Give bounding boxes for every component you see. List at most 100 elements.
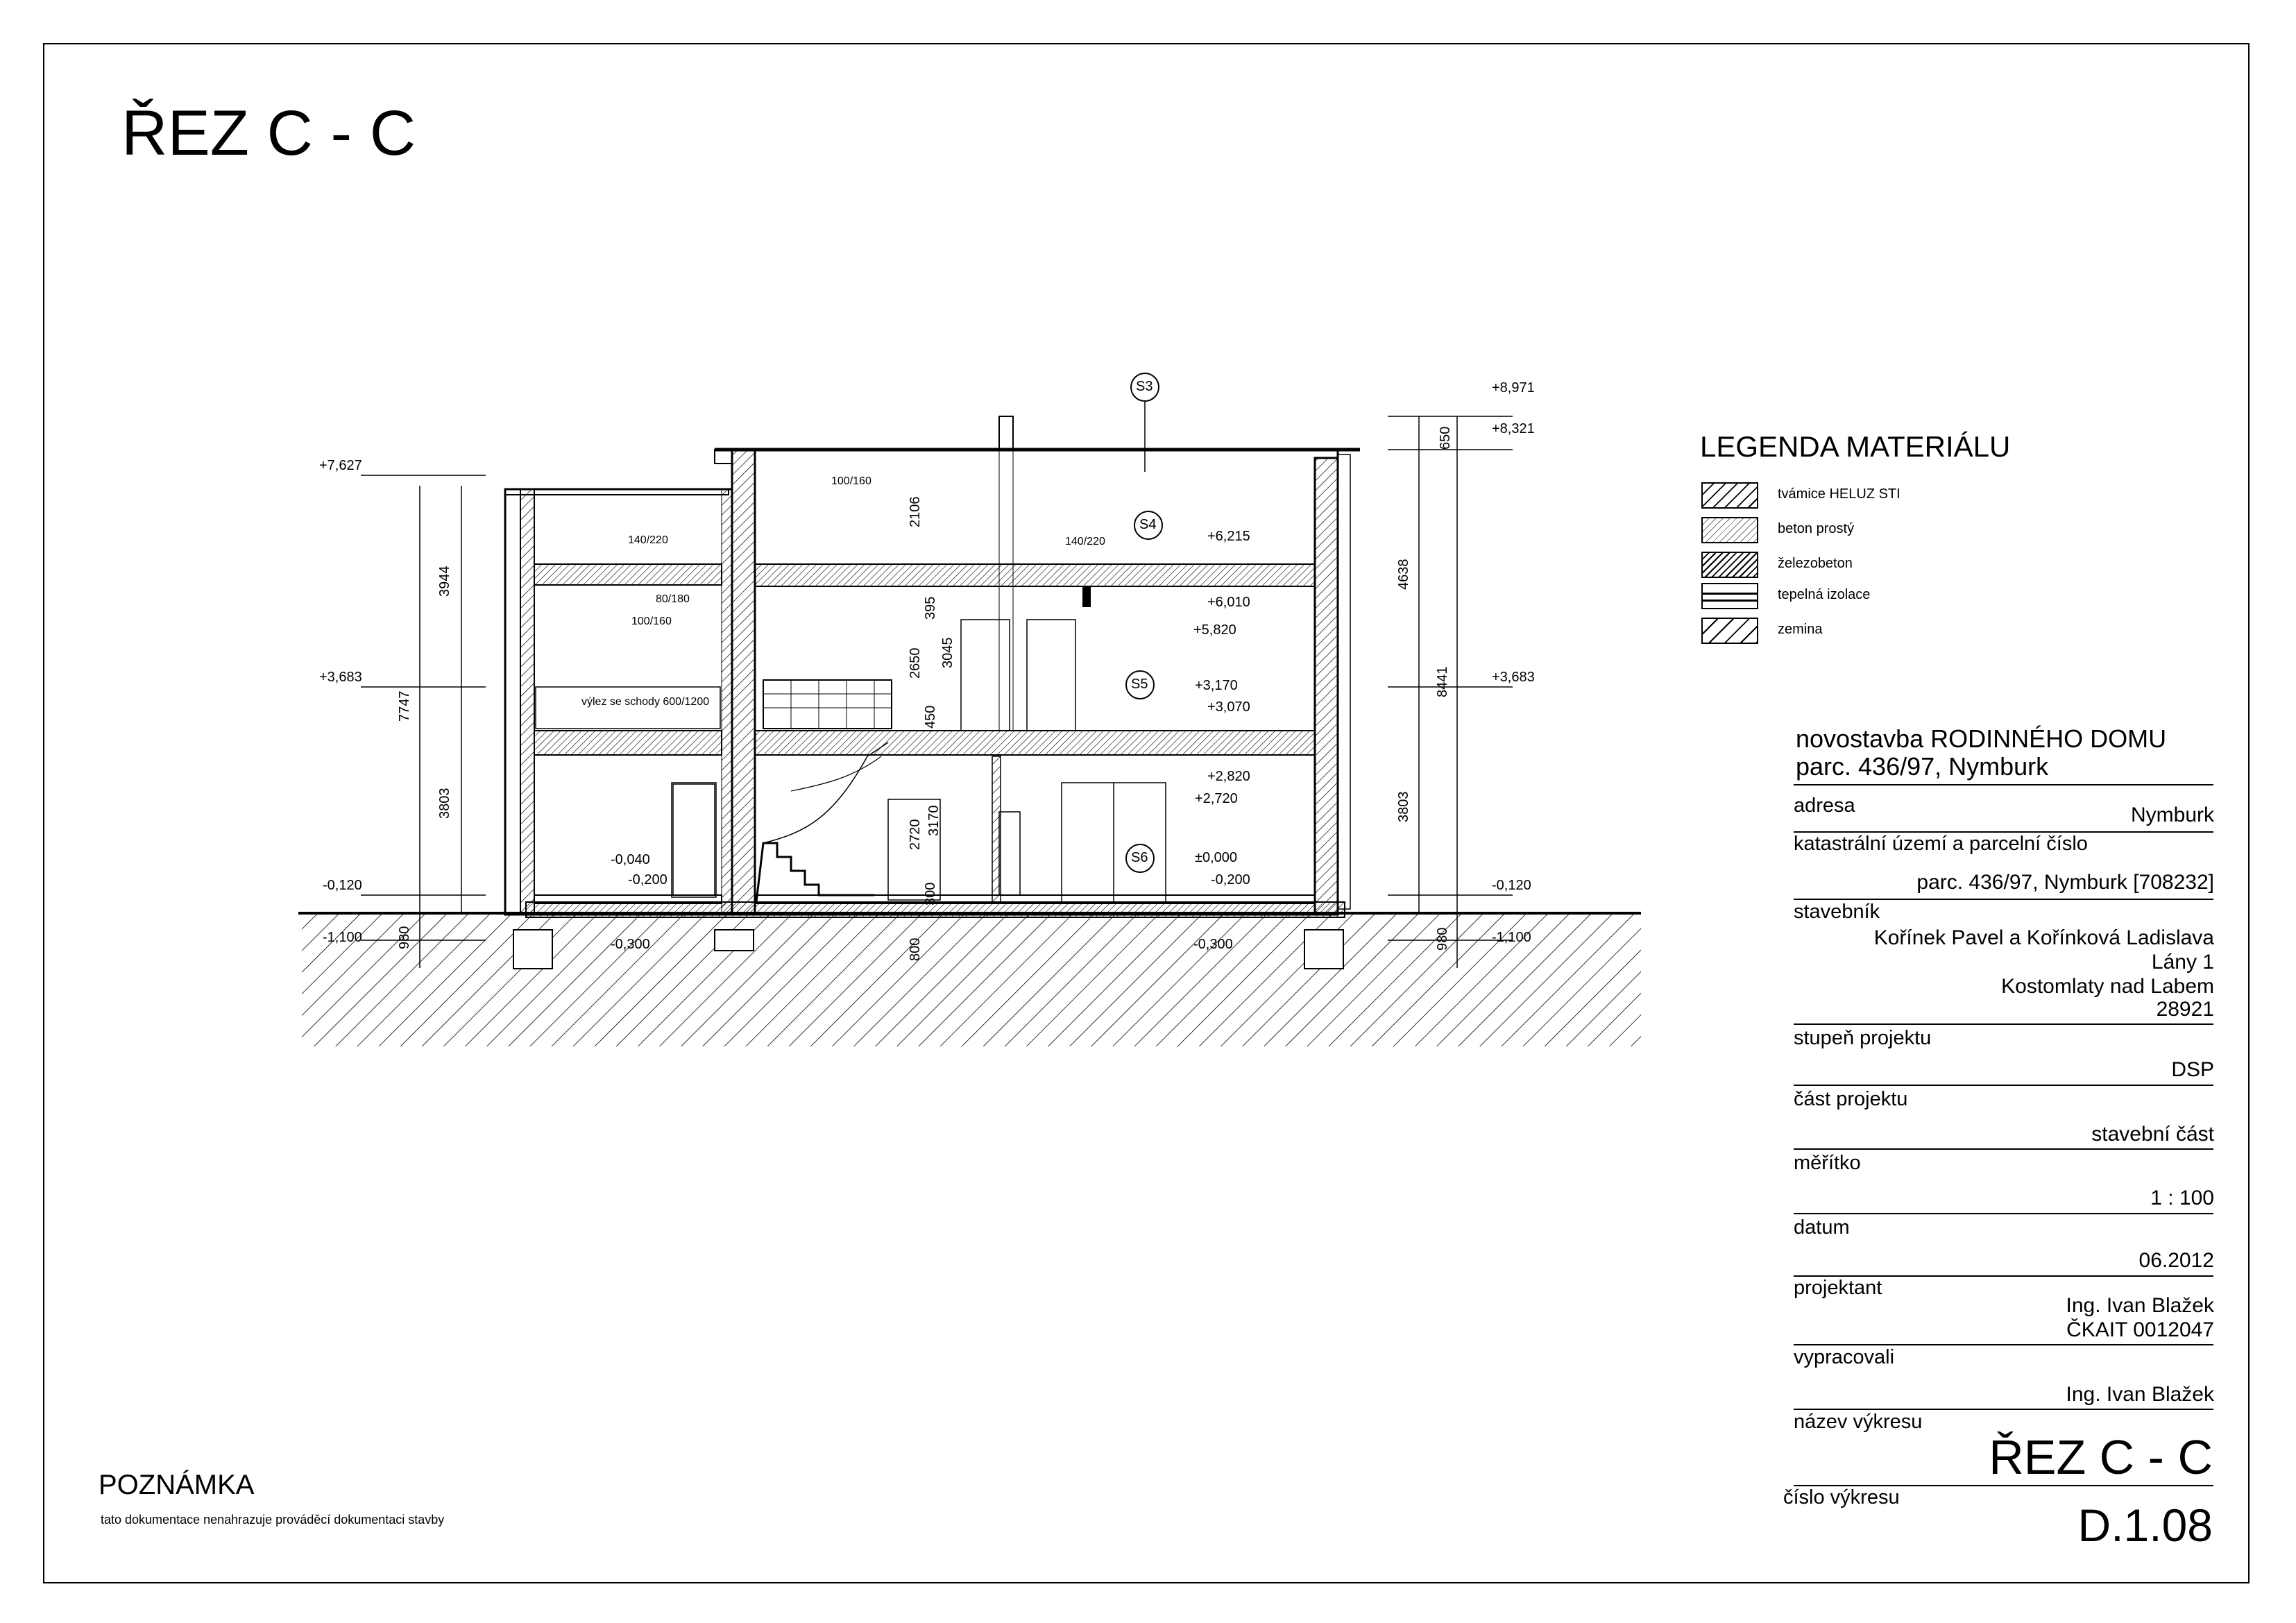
level-inner-13: -0,300 — [1193, 937, 1233, 952]
brick-swatch — [1701, 482, 1758, 509]
level-right-3: +3,683 — [1492, 670, 1535, 685]
dim-inner-4: 2650 — [908, 647, 923, 679]
drawing-number-value: D.1.08 — [2077, 1499, 2213, 1551]
drawing-frame — [43, 43, 2250, 1583]
legend-label: železobeton — [1778, 556, 1853, 571]
part-value: stavební část — [2091, 1123, 2214, 1146]
drawing-name-label: název výkresu — [1794, 1411, 1923, 1433]
rc-swatch — [1701, 552, 1758, 578]
designer-line2: ČKAIT 0012047 — [2066, 1318, 2214, 1341]
dim-left-3: 3803 — [437, 788, 452, 819]
investor-label: stavebník — [1794, 901, 1880, 923]
level-inner-8: ±0,000 — [1195, 850, 1238, 865]
dim-right-4: 3803 — [1396, 791, 1411, 823]
stage-value: DSP — [2171, 1058, 2214, 1081]
dim-left-4: 980 — [397, 926, 412, 949]
level-inner-1: +6,215 — [1207, 529, 1250, 544]
divider — [1794, 1485, 2213, 1486]
divider — [1794, 1275, 2213, 1277]
address-value: Nymburk — [2130, 804, 2214, 826]
marker-s3: S3 — [1136, 379, 1153, 394]
level-inner-6: +2,820 — [1207, 769, 1250, 784]
level-inner-11: -0,200 — [628, 872, 667, 887]
dim-right-5: 980 — [1435, 927, 1450, 951]
dim-inner-2: 395 — [923, 596, 938, 620]
date-value: 06.2012 — [2138, 1249, 2214, 1272]
investor-line4: 28921 — [2156, 998, 2214, 1021]
note-title: POZNÁMKA — [99, 1470, 255, 1500]
level-right-4: -0,120 — [1492, 878, 1531, 893]
divider — [1794, 1023, 2213, 1025]
divider — [1794, 1085, 2213, 1086]
legend-label: tepelná izolace — [1778, 587, 1871, 602]
project-title-line1: novostavba RODINNÉHO DOMU — [1796, 724, 2167, 753]
prepared-label: vypracovali — [1794, 1346, 1895, 1368]
legend-label: beton prostý — [1778, 521, 1855, 536]
divider — [1794, 1213, 2213, 1214]
level-inner-5: +3,070 — [1207, 699, 1250, 715]
level-inner-7: +2,720 — [1195, 791, 1238, 806]
designer-label: projektant — [1794, 1277, 1882, 1299]
divider — [1794, 784, 2213, 785]
dim-inner-7: 3170 — [926, 805, 942, 837]
concrete-swatch — [1701, 517, 1758, 543]
level-right-5: -1,100 — [1492, 930, 1531, 945]
divider — [1794, 1344, 2213, 1345]
dim-inner-8: 300 — [923, 882, 938, 906]
dim-inner-6: 2720 — [908, 819, 923, 851]
level-inner-2: +6,010 — [1207, 595, 1250, 610]
legend-label: tvámice HELUZ STI — [1778, 486, 1900, 502]
drawing-number-label: číslo výkresu — [1783, 1486, 1900, 1509]
level-inner-12: -0,300 — [611, 937, 650, 952]
dim-right-3: 8441 — [1435, 666, 1450, 698]
marker-s6: S6 — [1131, 850, 1148, 865]
investor-line3: Kostomlaty nad Labem — [2001, 975, 2214, 998]
dim-left-1: 3944 — [437, 566, 452, 597]
prepared-value: Ing. Ivan Blažek — [2066, 1383, 2214, 1406]
opening-note: výlez se schody 600/1200 — [581, 696, 710, 708]
drawing-name-value: ŘEZ C - C — [1989, 1430, 2213, 1484]
level-inner-4: +3,170 — [1195, 678, 1238, 693]
section-markers — [1125, 373, 1163, 873]
beam-3: 140/220 — [1065, 536, 1105, 547]
dim-left-2: 7747 — [397, 690, 412, 722]
dim-inner-1: 2106 — [908, 496, 923, 528]
marker-s5: S5 — [1131, 677, 1148, 692]
scale-label: měřítko — [1794, 1152, 1861, 1174]
dim-right-2: 4638 — [1396, 559, 1411, 590]
address-label: adresa — [1794, 794, 1855, 817]
stair-flight — [755, 842, 874, 903]
cadastre-value: parc. 436/97, Nymburk [708232] — [1916, 871, 2214, 894]
soil-swatch — [1701, 618, 1758, 644]
level-left-1: +7,627 — [319, 458, 362, 473]
chimney — [998, 416, 1014, 450]
date-label: datum — [1794, 1216, 1850, 1239]
level-right-2: +8,321 — [1492, 421, 1535, 436]
marker-s4: S4 — [1139, 517, 1157, 532]
level-inner-9: -0,200 — [1211, 872, 1250, 887]
beam-5: 100/160 — [631, 615, 672, 627]
dim-inner-5: 450 — [923, 705, 938, 729]
designer-line1: Ing. Ivan Blažek — [2066, 1294, 2214, 1317]
note-text: tato dokumentace nenahrazuje prováděcí d… — [101, 1513, 445, 1527]
divider — [1794, 899, 2213, 900]
beam-4: 80/180 — [656, 593, 690, 605]
divider — [1794, 1409, 2213, 1410]
beam-2: 140/220 — [628, 534, 668, 546]
project-title: novostavba RODINNÉHO DOMU parc. 436/97, … — [1796, 725, 2166, 781]
divider — [1794, 1148, 2213, 1150]
main-block-outline — [754, 448, 1339, 916]
level-inner-10: -0,040 — [611, 852, 650, 867]
level-right-1: +8,971 — [1492, 380, 1535, 396]
part-label: část projektu — [1794, 1088, 1908, 1110]
investor-line2: Lány 1 — [2151, 951, 2214, 974]
beam-1: 100/160 — [831, 475, 871, 487]
divider — [1794, 831, 2213, 833]
dim-inner-3: 3045 — [940, 637, 955, 669]
legend-label: zemina — [1778, 622, 1823, 637]
dim-right-1: 650 — [1438, 426, 1453, 450]
insulation-swatch — [1701, 583, 1758, 609]
cadastre-label: katastrální území a parcelní číslo — [1794, 833, 2088, 855]
sheet-title: ŘEZ C - C — [121, 98, 416, 169]
